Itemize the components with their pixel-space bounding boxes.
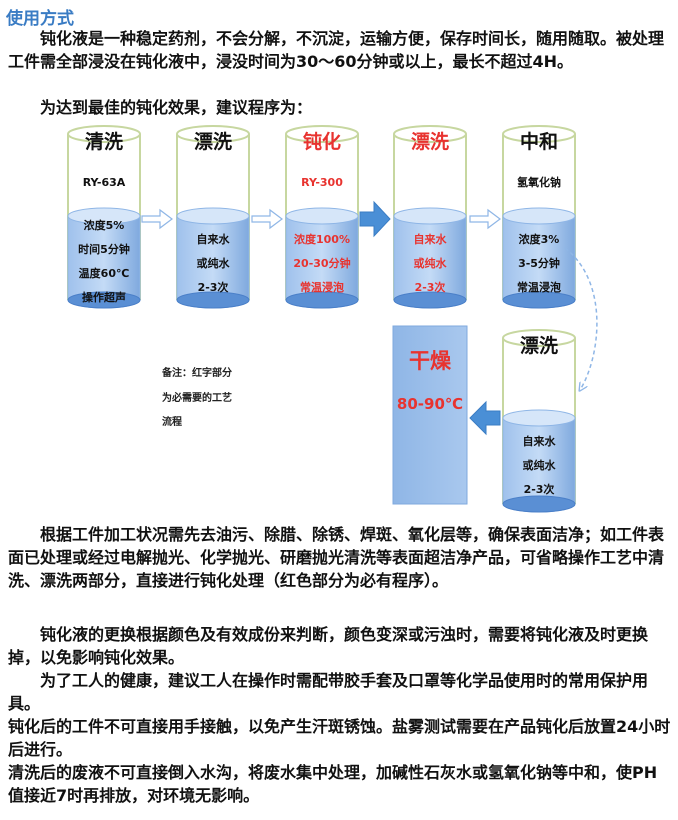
step-line: 自来水 xyxy=(197,232,231,246)
cylinder-bottom xyxy=(176,291,250,309)
step-line: 2-3次 xyxy=(524,482,555,496)
cylinder-bottom xyxy=(285,291,359,309)
step-title: 清洗 xyxy=(85,130,123,153)
liquid-surface xyxy=(502,409,576,427)
step-title: 中和 xyxy=(520,130,558,153)
step-line: 操作超声 xyxy=(82,290,126,304)
cylinder-rim xyxy=(176,125,250,143)
step-line: 2-3次 xyxy=(415,280,446,294)
body-paragraph-4: 钝化后的工件不可直接用手接触，以免产生汗斑锈蚀。盐雾测试需要在产品钝化后放置24… xyxy=(8,717,671,759)
dry-box xyxy=(392,325,468,505)
cylinder-bottom xyxy=(393,291,467,309)
arrow-to-dry xyxy=(469,400,501,436)
cylinder-rim xyxy=(502,329,576,347)
process-diagram: 清洗RY-63A浓度5%时间5分钟温度60℃操作超声漂洗自来水或纯水2-3次钝化… xyxy=(67,125,598,513)
step-line: 常温浸泡 xyxy=(517,280,561,294)
liquid-surface xyxy=(393,207,467,225)
step-subtitle: RY-63A xyxy=(83,176,126,189)
body-paragraph-1: 根据工件加工状况需先去油污、除腊、除锈、焊斑、氧化层等，确保表面洁净；如工件表面… xyxy=(8,525,665,590)
cylinder-bottom xyxy=(502,495,576,513)
liquid-surface xyxy=(502,207,576,225)
step-line: 或纯水 xyxy=(523,458,557,472)
body-paragraph-3: 为了工人的健康，建议工人在操作时需配带胶手套及口罩等化学品使用时的常用保护用具。 xyxy=(8,671,649,713)
dry-title: 干燥 xyxy=(409,349,452,373)
step-line: 3-5分钟 xyxy=(518,256,560,270)
step-line: 或纯水 xyxy=(197,256,231,270)
step-title: 漂洗 xyxy=(194,130,232,153)
cylinder-rim xyxy=(502,125,576,143)
step-line: 时间5分钟 xyxy=(78,242,130,256)
cylinder-rim xyxy=(67,125,141,143)
step-line: 温度60℃ xyxy=(79,266,130,280)
arrow-1 xyxy=(141,208,173,230)
step-line: 20-30分钟 xyxy=(293,256,350,270)
liquid-surface xyxy=(176,207,250,225)
step-line: 浓度3% xyxy=(519,232,560,246)
step-subtitle: RY-300 xyxy=(301,176,343,189)
step-line: 2-3次 xyxy=(198,280,229,294)
step-line: 浓度5% xyxy=(84,218,125,232)
cylinder-rim xyxy=(393,125,467,143)
body-paragraph-5: 清洗后的废液不可直接倒入水沟，将废水集中处理，加碱性石灰水或氢氧化钠等中和，使P… xyxy=(8,763,658,805)
step-line: 自来水 xyxy=(523,434,557,448)
cylinder-bottom xyxy=(67,291,141,309)
note-line-1: 备注：红字部分 xyxy=(161,366,232,379)
intro-paragraph-1: 钝化液是一种稳定药剂，不会分解，不沉淀，运输方便，保存时间长，随用随取。被处理工… xyxy=(8,29,665,71)
dry-temp: 80-90℃ xyxy=(397,395,463,413)
arrow-3-bold xyxy=(359,200,391,238)
step-title: 漂洗 xyxy=(411,130,449,153)
step-title: 漂洗 xyxy=(520,334,558,357)
step-title: 钝化 xyxy=(303,130,341,153)
step-line: 或纯水 xyxy=(414,256,448,270)
cylinder-bottom xyxy=(502,291,576,309)
body-paragraph-2: 钝化液的更换根据颜色及有效成份来判断，颜色变深或污浊时，需要将钝化液及时更换掉，… xyxy=(8,625,649,667)
note-line-3: 流程 xyxy=(162,415,182,428)
intro-paragraph-2: 为达到最佳的钝化效果，建议程序为： xyxy=(40,98,313,117)
arrow-4 xyxy=(469,208,501,230)
arrow-2 xyxy=(251,208,283,230)
step-line: 自来水 xyxy=(414,232,448,246)
section-heading: 使用方式 xyxy=(6,9,74,29)
step-subtitle: 氢氧化钠 xyxy=(517,175,561,189)
liquid-surface xyxy=(67,207,141,225)
note-line-2: 为必需要的工艺 xyxy=(162,391,232,404)
step-line: 浓度100% xyxy=(294,232,350,246)
step-line: 常温浸泡 xyxy=(300,280,344,294)
cylinder-rim xyxy=(285,125,359,143)
liquid-surface xyxy=(285,207,359,225)
